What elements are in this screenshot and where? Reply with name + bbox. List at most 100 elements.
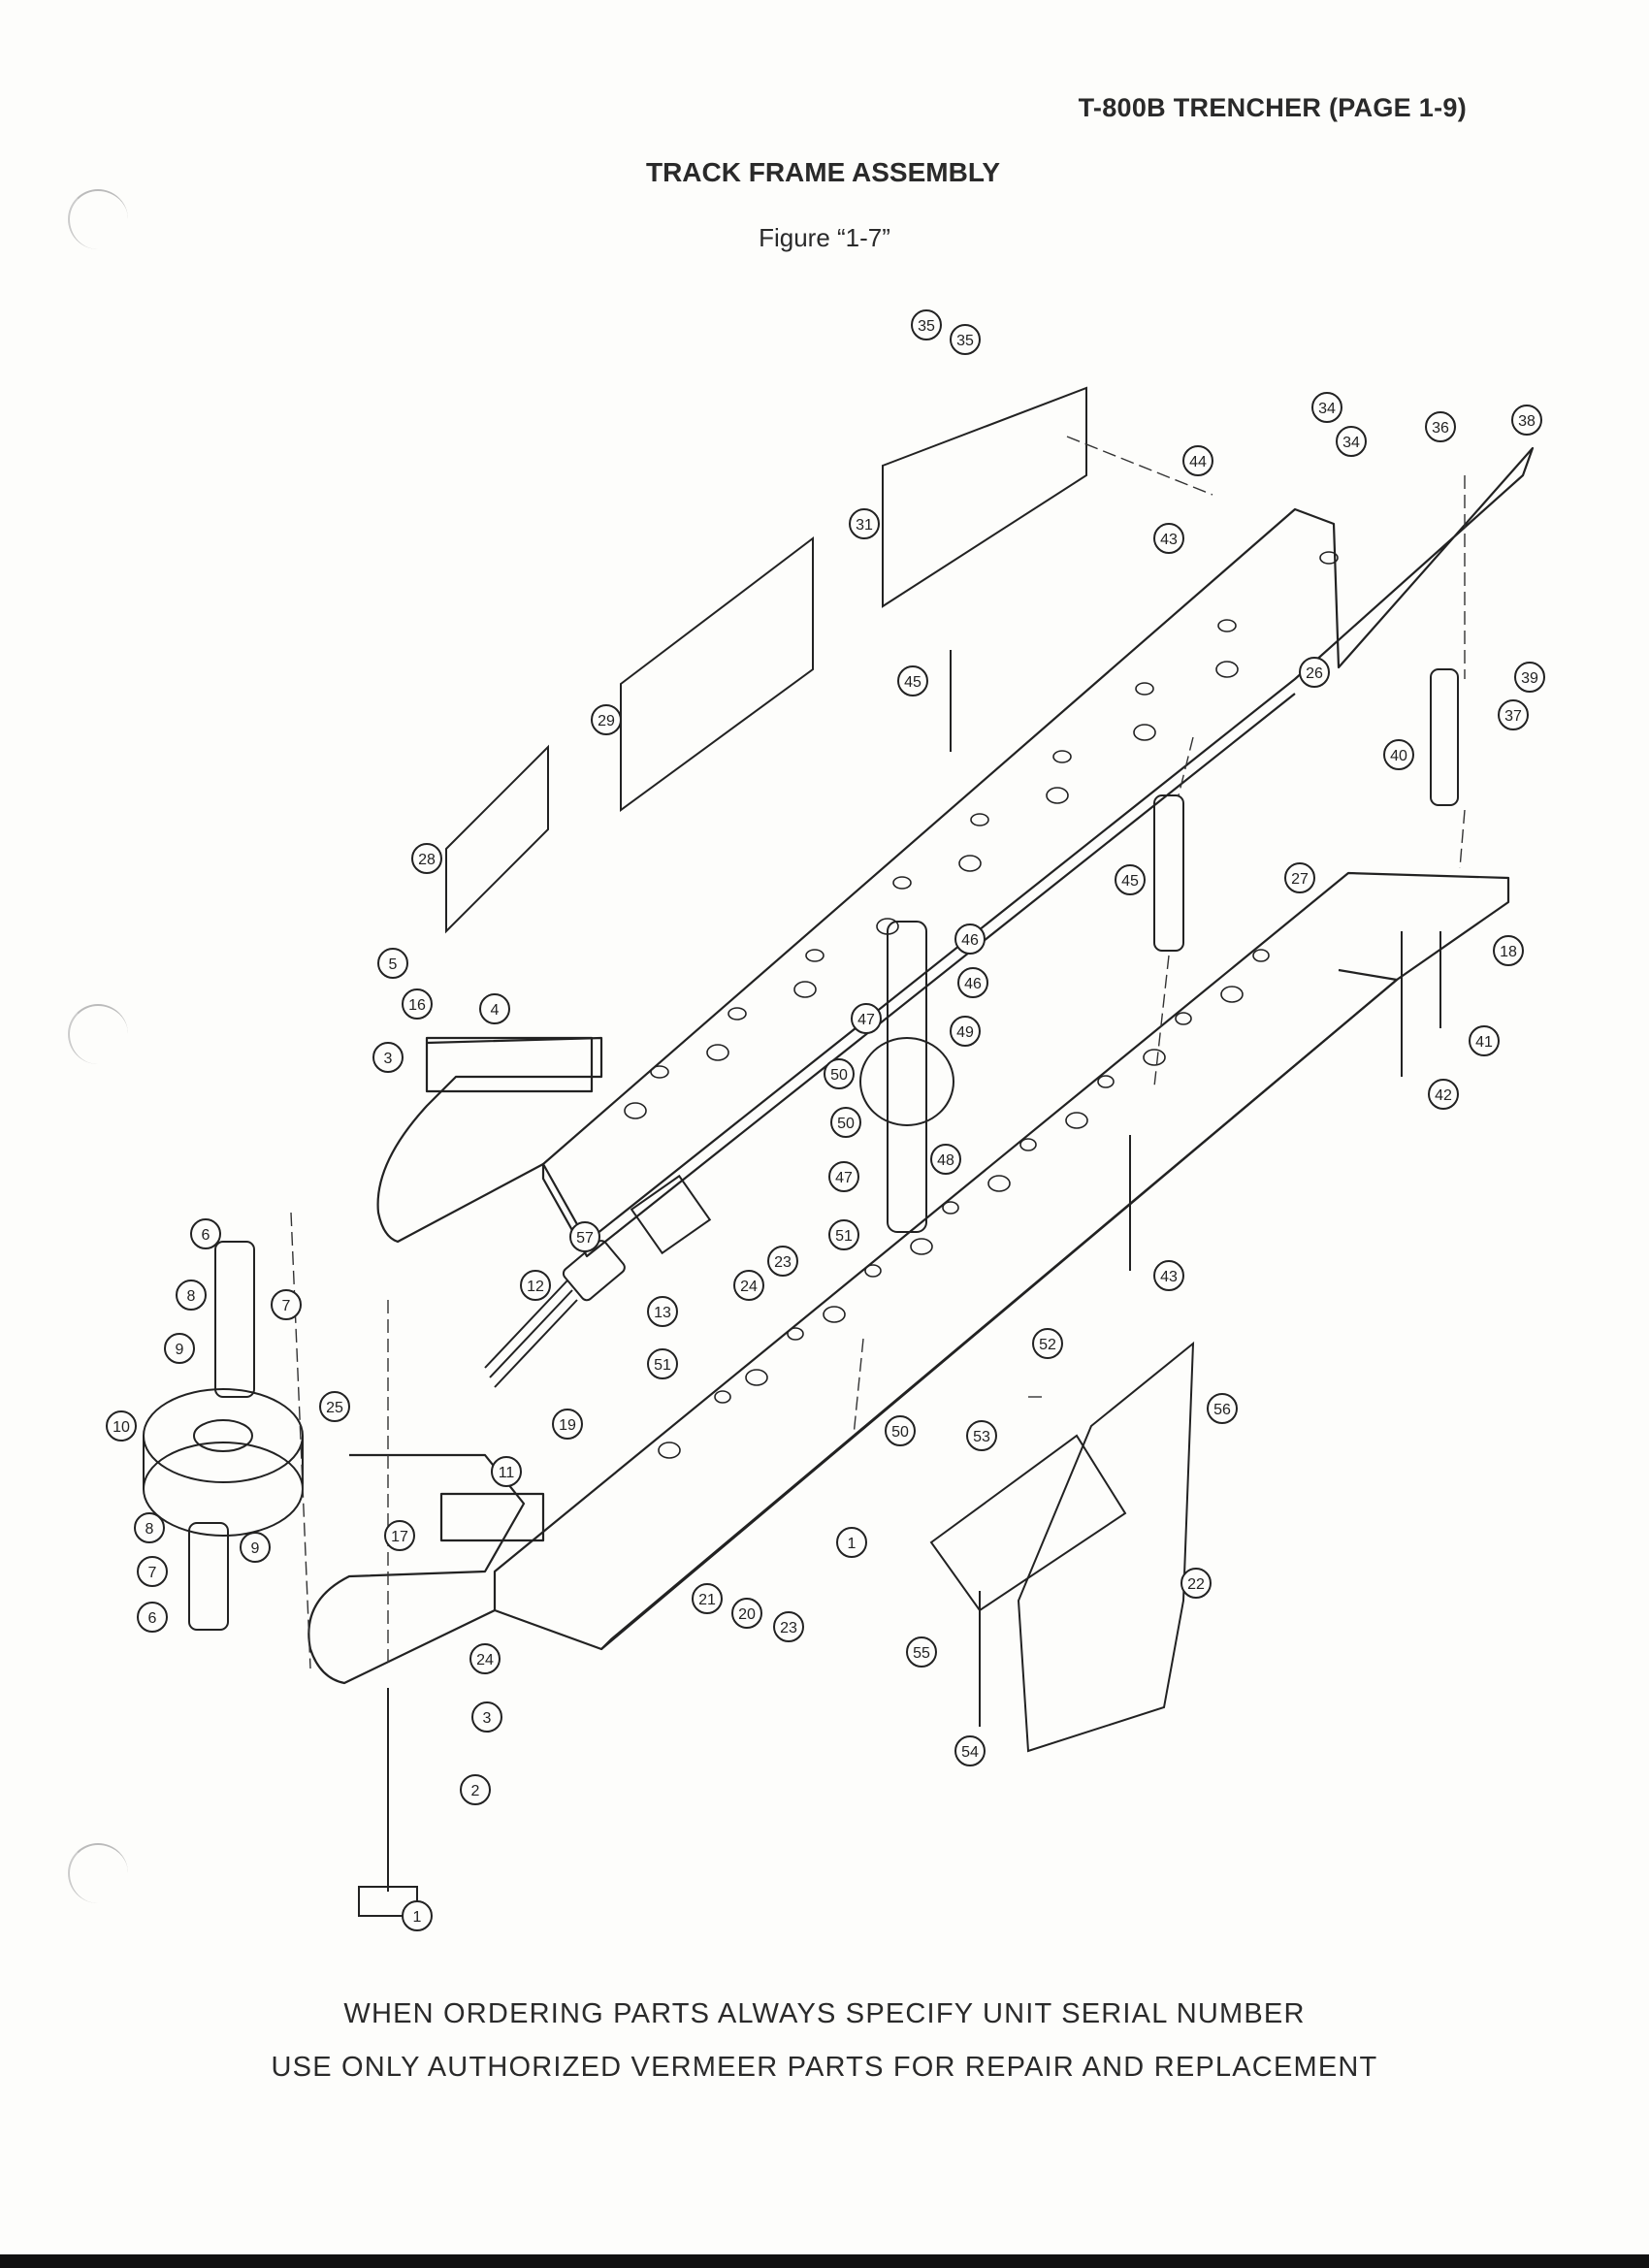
lower-front-plate [307,1453,526,1685]
idler-bearing-lower [188,1522,229,1631]
svg-text:44: 44 [1189,454,1207,470]
svg-text:27: 27 [1291,871,1309,888]
track-roller [859,1037,954,1126]
callout-10: 10 [106,1410,137,1442]
svg-text:13: 13 [654,1305,671,1321]
svg-text:35: 35 [918,318,935,335]
adjuster-yoke-bottom [439,1492,545,1542]
callout-8a: 8 [176,1280,207,1311]
hardware-parts [143,650,1459,1917]
callout-1a: 1 [836,1527,867,1558]
svg-text:42: 42 [1435,1087,1452,1104]
svg-text:12: 12 [527,1279,544,1295]
callout-33: 35 [911,309,942,340]
callout-16: 18 [1493,935,1524,966]
svg-text:22: 22 [1187,1576,1205,1593]
callout-6a: 6 [190,1218,221,1249]
callout-25: 25 [319,1391,350,1422]
callout-18: 20 [731,1598,762,1629]
svg-text:9: 9 [251,1540,260,1557]
svg-text:34: 34 [1342,435,1360,451]
callout-34b: 37 [1498,699,1529,730]
callout-5: 5 [377,948,408,979]
callout-17: 19 [552,1409,583,1440]
svg-text:49: 49 [956,1024,974,1041]
svg-text:6: 6 [202,1227,210,1244]
svg-text:34: 34 [1318,401,1336,417]
callout-45b: 47 [828,1161,859,1192]
svg-text:25: 25 [326,1400,343,1416]
callout-37: 41 [1469,1025,1500,1056]
bracket-53 [929,1434,1127,1612]
figure-label: Figure “1-7” [759,223,890,252]
lower-frame-rail [493,871,1510,1651]
adjuster-yoke-top [425,1036,594,1093]
upper-rail-edge [541,693,1296,1258]
rock-guard-56 [1017,1341,1195,1753]
svg-text:19: 19 [559,1417,576,1434]
svg-text:56: 56 [1213,1402,1231,1418]
callout-41: 43 [1153,523,1184,554]
block-57 [630,1174,712,1255]
svg-text:50: 50 [891,1424,909,1441]
svg-text:4: 4 [491,1002,500,1019]
callout-45a: 46 [957,967,988,998]
svg-text:54: 54 [961,1744,979,1761]
callout-57: 57 [569,1221,600,1252]
svg-text:31: 31 [856,517,873,534]
callout-53: 53 [966,1420,997,1451]
svg-text:17: 17 [391,1529,408,1545]
callout-8b: 8 [134,1512,165,1543]
svg-text:47: 47 [835,1170,853,1186]
callout-29: 31 [849,508,880,539]
svg-text:50: 50 [830,1067,848,1084]
callout-38: 42 [1428,1079,1459,1110]
svg-text:5: 5 [389,956,398,973]
svg-text:47: 47 [857,1012,875,1028]
callout-14: 16 [402,988,433,1020]
callout-2: 2 [460,1774,491,1805]
svg-text:7: 7 [148,1565,157,1581]
callout-22: 24 [469,1643,501,1674]
callout-3a: 3 [372,1042,404,1073]
callout-39: 43 [1153,1260,1184,1291]
svg-text:36: 36 [1432,420,1449,437]
callout-34a: 36 [1425,411,1456,442]
page-title: TRACK FRAME ASSEMBLY [645,157,1001,187]
svg-text:10: 10 [113,1419,130,1436]
tube-40 [1153,794,1184,952]
callout-1b: 1 [402,1900,433,1931]
callout-4: 4 [479,993,510,1024]
callout-15: 17 [384,1520,415,1551]
footer-ordering-note: WHEN ORDERING PARTS ALWAYS SPECIFY UNIT … [343,1998,1306,2029]
svg-text:48: 48 [937,1152,954,1169]
svg-text:23: 23 [780,1620,797,1636]
svg-text:45: 45 [904,674,922,691]
callout-bubbles: 35 35 34 34 36 38 44 43 31 26 45 39 37 2… [106,309,1545,1931]
svg-text:24: 24 [740,1279,758,1295]
svg-text:46: 46 [964,976,982,992]
svg-text:35: 35 [956,333,974,349]
callout-7a: 7 [271,1289,302,1320]
cover-plates [445,386,1087,934]
callout-24: 24 [733,1270,764,1301]
callout-19: 21 [692,1583,723,1614]
callout-9a: 9 [164,1333,195,1364]
callout-47b: 50 [830,1107,861,1138]
svg-text:57: 57 [576,1230,594,1247]
callout-36: 40 [1383,739,1414,770]
svg-text:3: 3 [384,1051,393,1067]
callout-35b: 39 [1514,662,1545,693]
callout-46a: 47 [851,1003,882,1034]
svg-text:40: 40 [1390,748,1407,764]
lower-rail-edge [600,968,1399,1650]
callout-42: 44 [1182,445,1213,476]
callout-51: 51 [647,1348,678,1379]
footer-authorized-parts-note: USE ONLY AUTHORIZED VERMEER PARTS FOR RE… [271,2052,1378,2083]
callout-3b: 3 [471,1701,502,1733]
svg-text:37: 37 [1504,708,1522,725]
callout-52: 52 [1032,1328,1063,1359]
svg-text:1: 1 [848,1536,857,1552]
svg-text:7: 7 [282,1298,291,1314]
svg-text:43: 43 [1160,1269,1178,1285]
